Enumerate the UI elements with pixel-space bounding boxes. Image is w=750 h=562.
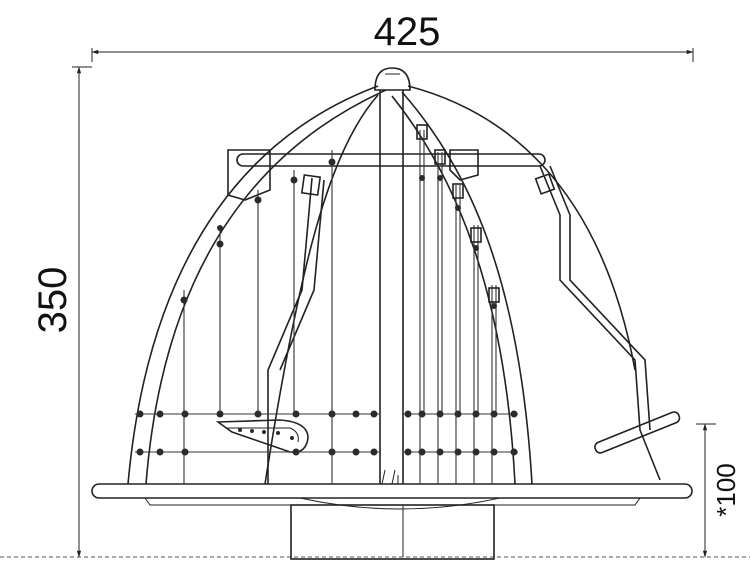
left-outer-arch [127, 85, 379, 485]
foundation-dimension: *100 [696, 423, 741, 558]
right-vertical-ropes [416, 124, 500, 484]
base-platform [91, 483, 693, 510]
right-handle [594, 411, 681, 454]
central-pole [379, 90, 404, 485]
height-dimension: 350 [31, 66, 92, 558]
right-bent-bar [539, 165, 661, 481]
left-rope-rings [135, 410, 380, 456]
left-seat [215, 419, 309, 454]
left-bent-bar-2 [279, 179, 325, 371]
height-label: 350 [31, 267, 75, 334]
left-bent-bar [267, 177, 313, 484]
left-vertical-ropes [180, 150, 336, 484]
foundation-label: *100 [711, 463, 741, 517]
right-bent-bar-2 [549, 165, 651, 431]
width-label: 425 [374, 10, 441, 54]
right-inner-arch [401, 91, 533, 485]
top-crossbar [227, 149, 546, 201]
top-cap [374, 67, 411, 91]
left-outer-arch-inner [145, 89, 387, 485]
left-inner-arch [264, 94, 379, 485]
width-dimension: 425 [91, 10, 694, 62]
right-outer-arch [407, 85, 636, 371]
foundation-block [290, 504, 495, 560]
